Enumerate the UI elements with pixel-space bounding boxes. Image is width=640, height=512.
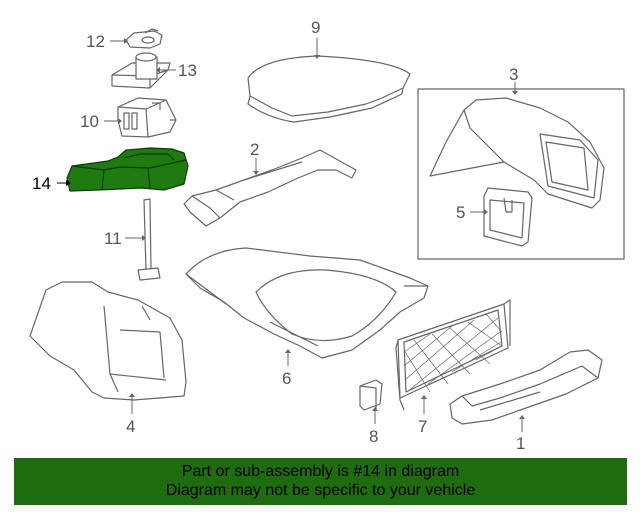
part-13-jack-base[interactable] xyxy=(111,52,171,89)
callout-7: 7 xyxy=(418,417,427,436)
callout-12: 12 xyxy=(86,32,105,51)
callout-13: 13 xyxy=(178,61,197,80)
callout-8: 8 xyxy=(369,427,378,446)
callout-10: 10 xyxy=(80,112,99,131)
part-2-sill-plate[interactable] xyxy=(183,149,357,227)
callout-5: 5 xyxy=(456,203,465,222)
banner-line-1: Part or sub-assembly is #14 in diagram xyxy=(181,463,460,480)
callout-4: 4 xyxy=(126,417,135,436)
info-banner: Part or sub-assembly is #14 in diagram D… xyxy=(14,458,627,505)
part-7-cargo-net[interactable] xyxy=(395,299,511,411)
parts-diagram: 12 13 10 14 11 9 2 3 5 6 4 8 7 1 xyxy=(29,18,625,453)
callout-2: 2 xyxy=(250,140,259,159)
banner-line-2: Diagram may not be specific to your vehi… xyxy=(165,482,476,499)
part-1-sill-panel[interactable] xyxy=(449,349,603,425)
part-10-jack[interactable] xyxy=(117,97,177,138)
part-12-clip[interactable] xyxy=(125,28,163,49)
part-9-floor-cover[interactable] xyxy=(247,55,411,123)
callout-1: 1 xyxy=(516,434,525,453)
part-11-rod[interactable] xyxy=(137,198,161,281)
part-5-access-cover[interactable] xyxy=(483,187,533,247)
callout-14: 14 xyxy=(32,174,51,193)
callout-6: 6 xyxy=(282,369,291,388)
callout-11: 11 xyxy=(104,229,122,248)
part-14-tray[interactable] xyxy=(66,147,189,192)
part-8-plug[interactable] xyxy=(359,379,383,411)
part-4-side-trim[interactable] xyxy=(29,281,187,401)
part-6-floor-tub[interactable] xyxy=(185,247,429,359)
callout-3: 3 xyxy=(509,65,518,84)
callout-9: 9 xyxy=(311,18,320,37)
